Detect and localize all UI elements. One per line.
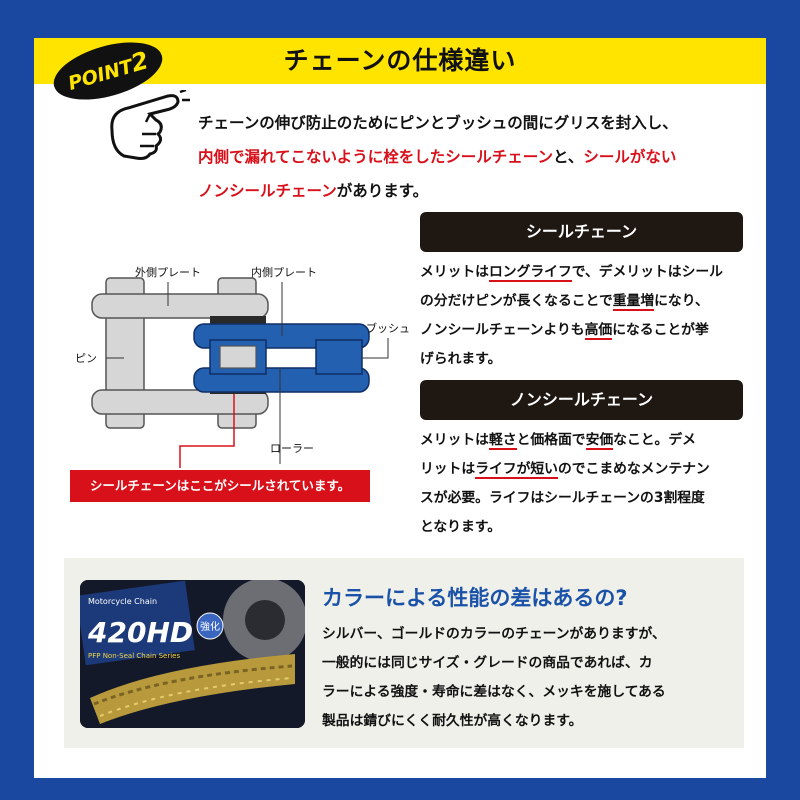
seal-l3c: になることが挙 [612,322,709,338]
color-section: 420HD Motorcycle Chain PFP Non-Seal Chai… [64,558,744,748]
color-line-4: 製品は錆びにくく耐久性が高くなります。 [322,713,583,729]
intro-end: があります。 [336,182,429,200]
intro-text: チェーンの伸び防止のためにピンとブッシュの間にグリスを封入し、 内側で漏れてこな… [198,106,758,208]
label-bush: ブッシュ [366,321,410,335]
seal-l2c: になり、 [654,293,709,309]
seal-weight-increase: 重量増 [612,293,655,311]
intro-seal-chain-text: 内側で漏れてこないように栓をしたシールチェーン [198,148,553,166]
leader-bush [362,338,389,359]
nonseal-l1c: と価格面で [516,432,586,448]
seal-l1c: で、デメリットはシール [571,264,723,280]
seal-l1a: メリットは [420,264,489,280]
chain-product-photo: 420HD Motorcycle Chain PFP Non-Seal Chai… [80,580,305,728]
intro-line-3: ノンシールチェーンがあります。 [198,174,758,208]
pin-center [219,345,257,369]
seal-expensive: 高価 [584,322,613,340]
seal-l3a: ノンシールチェーンよりも [420,322,585,338]
intro-no-seal-text: シールがない [583,148,677,166]
leader-seal [179,394,235,468]
photo-subtitle: PFP Non-Seal Chain Series [88,652,180,660]
nonseal-l1a: メリットは [420,432,489,448]
seal-line-4: げられます。 [420,351,502,367]
label-outer-plate: 外側プレート [135,266,201,279]
photo-tag: 強化 [200,620,220,633]
nonseal-l2c: のでこまめなメンテナン [557,461,710,477]
seal-chain-body: メリットはロングライフで、デメリットはシール の分だけピンが長くなることで重量増… [420,258,748,374]
nonseal-line-3: スが必要。ライフはシールチェーンの3割程度 [420,490,705,506]
nonseal-line-1: メリットは軽さと価格面で安価なこと。デメ [420,426,748,455]
color-line-2: 一般的には同じサイズ・グレードの商品であれば、カ [322,655,653,671]
content-card: チェーンの仕様違い POINT2 チェーンの伸び防止のためにピンとブッシュの間に… [34,31,766,778]
badge-word: POINT [65,55,136,95]
seal-l2a: の分だけピンが長くなることで [420,293,613,309]
photo-brand: Motorcycle Chain [88,597,157,606]
intro-line-2: 内側で漏れてこないように栓をしたシールチェーンと、シールがない [198,140,758,174]
intro-line-1: チェーンの伸び防止のためにピンとブッシュの間にグリスを封入し、 [198,114,678,132]
intro-non-seal-chain-text: ノンシールチェーン [198,182,337,200]
nonseal-cheap: 安価 [585,432,614,450]
chain-photo-illustration: 420HD Motorcycle Chain PFP Non-Seal Chai… [80,580,305,728]
outer-plate-bottom [91,389,269,415]
label-inner-plate: 内側プレート [251,265,317,279]
nonseal-line-2: リットはライフが短いのでこまめなメンテナン [420,455,748,484]
seal-line-3: ノンシールチェーンよりも高価になることが挙 [420,316,748,345]
seal-chain-heading: シールチェーン [420,212,743,252]
chain-diagram: 外側プレート 内側プレート ブッシュ ピン ローラー [75,265,410,468]
bush-right [315,339,363,375]
label-pin: ピン [75,352,97,365]
non-seal-chain-body: メリットは軽さと価格面で安価なこと。デメ リットはライフが短いのでこまめなメンテ… [420,426,748,542]
non-seal-chain-heading: ノンシールチェーン [420,380,743,420]
nonseal-short-life: ライフが短い [475,461,558,479]
seal-line-2: の分だけピンが長くなることで重量増になり、 [420,287,748,316]
outer-plate-top [91,293,269,319]
page-title: チェーンの仕様違い [283,46,517,75]
intro-conj: と、 [552,148,584,166]
nonseal-line-4: となります。 [420,519,501,535]
photo-model: 420HD [87,616,193,649]
seal-callout: シールチェーンはここがシールされています。 [70,470,370,502]
seal-line-1: メリットはロングライフで、デメリットはシール [420,258,748,287]
seal-long-life: ロングライフ [488,264,572,282]
label-roller: ローラー [270,442,314,455]
color-question-heading: カラーによる性能の差はあるの? [322,586,628,610]
nonseal-l1e: なこと。デメ [613,432,696,448]
nonseal-l2a: リットは [420,461,476,477]
color-answer: シルバー、ゴールドのカラーのチェーンがありますが、 一般的には同じサイズ・グレー… [322,620,736,736]
nonseal-light: 軽さ [488,432,517,450]
color-line-3: ラーによる強度・寿命に差はなく、メッキを施してある [322,684,666,700]
color-line-1: シルバー、ゴールドのカラーのチェーンがありますが、 [322,626,666,642]
pointing-hand-icon [110,90,190,160]
